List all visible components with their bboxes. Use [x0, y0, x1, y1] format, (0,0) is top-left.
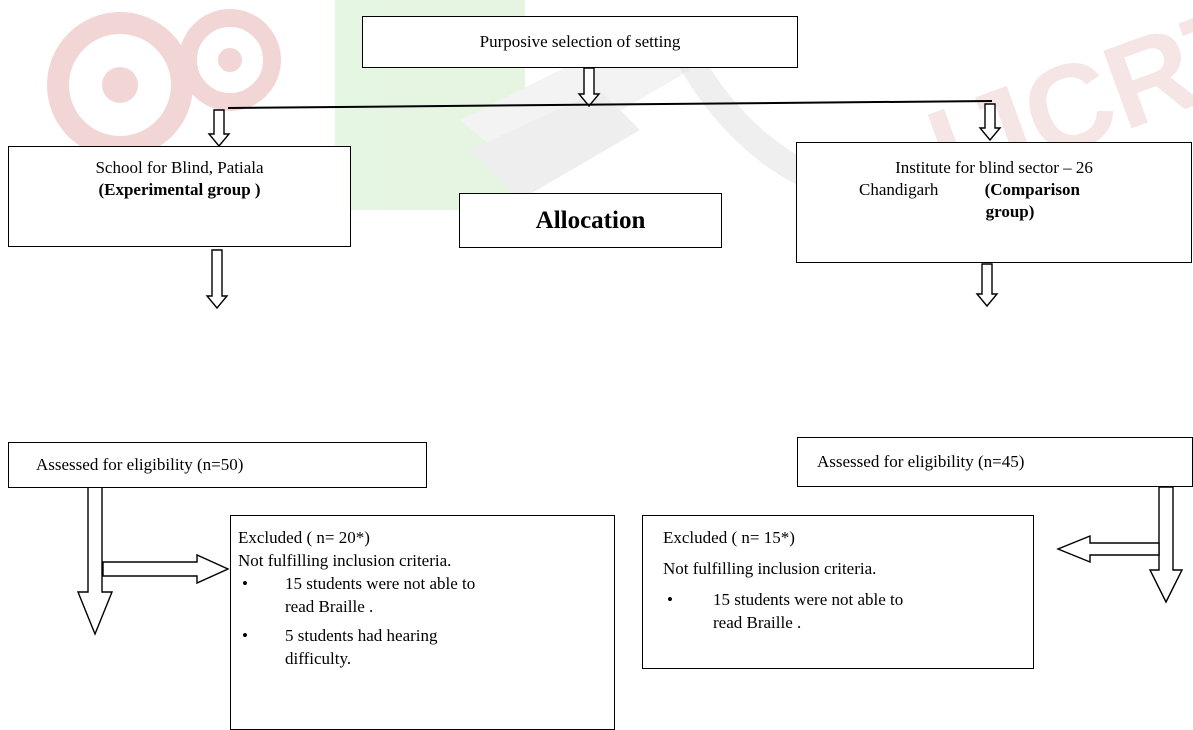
comparison-box-line1: Institute for blind sector – 26 [895, 158, 1093, 177]
connector-line [227, 100, 993, 109]
list-item: 15 students were not able to read Braill… [663, 588, 1033, 634]
experimental-group-box: School for Blind, Patiala (Experimental … [8, 146, 351, 247]
top-box-label: Purposive selection of setting [479, 32, 681, 51]
down-arrow-icon [207, 109, 231, 148]
comparison-box-group-label: (Comparison [984, 180, 1080, 199]
comparison-box-city: Chandigarh [859, 180, 939, 199]
right-arrow-icon [102, 553, 230, 585]
assessed-left-label: Assessed for eligibility (n=50) [36, 455, 244, 474]
left-arrow-icon [1056, 534, 1160, 564]
excluded-right-list: 15 students were not able to read Braill… [663, 588, 1033, 634]
excluded-right-subtitle: Not fulfilling inclusion criteria. [663, 559, 877, 578]
excluded-right-title: Excluded ( n= 15*) [663, 528, 795, 547]
down-arrow-icon [577, 67, 601, 108]
down-arrow-icon [1148, 486, 1184, 604]
experimental-box-line1: School for Blind, Patiala [95, 158, 264, 177]
comparison-box-group-label-end: group) [985, 202, 1035, 221]
assessed-right-box: Assessed for eligibility (n=45) [797, 437, 1193, 487]
excluded-left-list: 15 students were not able to read Braill… [238, 572, 614, 670]
list-item: 15 students were not able to read Braill… [238, 572, 614, 618]
excluded-left-box: Excluded ( n= 20*) Not fulfilling inclus… [230, 515, 615, 730]
list-item: 5 students had hearing difficulty. [238, 624, 614, 670]
down-arrow-icon [978, 103, 1002, 142]
assessed-left-box: Assessed for eligibility (n=50) [8, 442, 427, 488]
allocation-box: Allocation [459, 193, 722, 248]
excluded-left-subtitle: Not fulfilling inclusion criteria. [238, 551, 452, 570]
excluded-left-title: Excluded ( n= 20*) [238, 528, 370, 547]
allocation-label: Allocation [535, 207, 646, 234]
excluded-right-box: Excluded ( n= 15*) Not fulfilling inclus… [642, 515, 1034, 669]
experimental-box-line2: (Experimental group ) [98, 180, 261, 199]
comparison-group-box: Institute for blind sector – 26 Chandiga… [796, 142, 1192, 263]
down-arrow-icon [205, 249, 229, 310]
assessed-right-label: Assessed for eligibility (n=45) [817, 452, 1025, 471]
top-box: Purposive selection of setting [362, 16, 798, 68]
down-arrow-icon [76, 486, 114, 636]
down-arrow-icon [975, 263, 999, 308]
